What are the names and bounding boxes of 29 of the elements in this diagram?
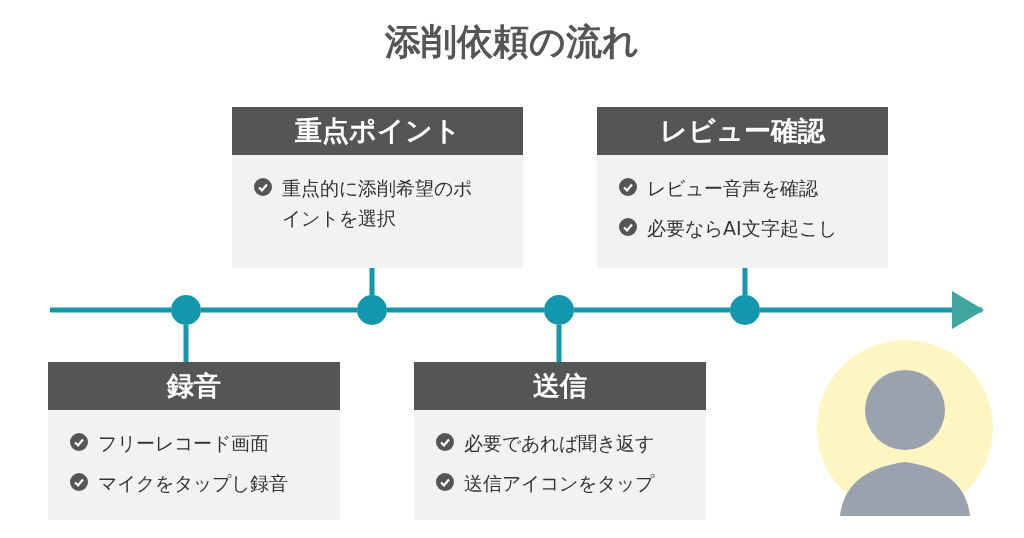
step-card [48, 362, 340, 520]
connector-line [387, 307, 544, 313]
step-card [597, 107, 888, 268]
list-item-text: 重点的に添削希望のポイントを選択 [282, 176, 472, 231]
card-heading: 録音 [48, 362, 340, 410]
connector-line [556, 325, 562, 362]
connector-line [574, 307, 730, 313]
timeline-dot [730, 295, 760, 325]
connector-line [369, 268, 375, 295]
list-item-text: 必要ならAI文字起こし [647, 216, 837, 241]
step-card [414, 362, 706, 520]
timeline-dot [171, 295, 201, 325]
diagram-title: 添削依頼の流れ [385, 20, 639, 64]
connector-line [183, 325, 189, 362]
step-card [232, 107, 523, 268]
timeline-dot [357, 295, 387, 325]
card-heading: 送信 [414, 362, 706, 410]
list-item-text: マイクをタップし録音 [98, 471, 288, 496]
timeline-arrow [760, 291, 984, 329]
connector-line [50, 307, 171, 313]
timeline-dot [544, 295, 574, 325]
card-heading: 重点ポイント [232, 107, 523, 155]
list-item-text: 必要であれば聞き返す [464, 431, 654, 456]
connector-line [201, 307, 357, 313]
card-heading: レビュー確認 [597, 107, 888, 155]
connector-line [742, 268, 748, 295]
list-item-text: レビュー音声を確認 [647, 176, 818, 201]
list-item-text: フリーレコード画面 [98, 431, 269, 456]
list-item-text: 送信アイコンをタップ [464, 471, 654, 496]
